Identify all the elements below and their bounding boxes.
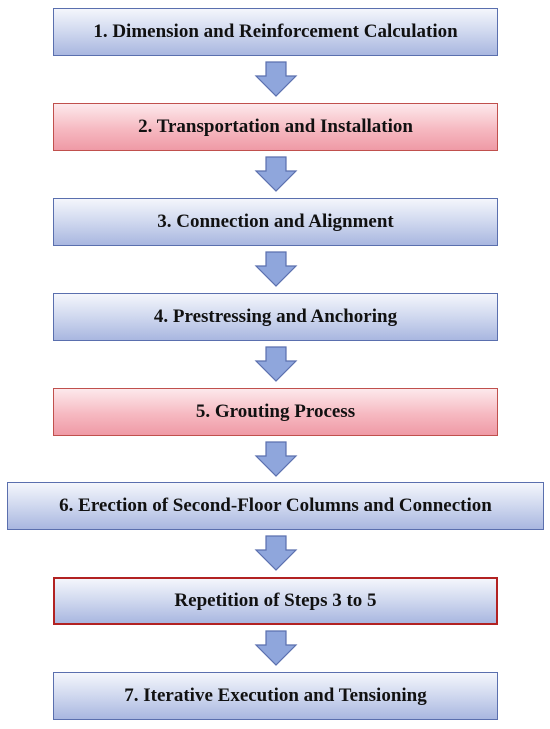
step-2-label: 2. Transportation and Installation	[138, 116, 413, 137]
step-4-label: 4. Prestressing and Anchoring	[153, 306, 398, 327]
step-6-erection-second-floor-columns: 6. Erection of Second-Floor Columns and …	[7, 482, 544, 530]
step-2-transportation-installation: 2. Transportation and Installation	[53, 103, 498, 151]
step-repetition-label: Repetition of Steps 3 to 5	[174, 590, 377, 611]
step-7-label: 7. Iterative Execution and Tensioning	[124, 685, 427, 706]
step-4-prestressing-anchoring: 4. Prestressing and Anchoring	[53, 293, 498, 341]
down-arrow-icon	[254, 441, 298, 477]
down-arrow-icon	[254, 346, 298, 382]
step-1-label: 1. Dimension and Reinforcement Calculati…	[93, 21, 458, 42]
step-5-grouting-process: 5. Grouting Process	[53, 388, 498, 436]
step-7-iterative-execution-tensioning: 7. Iterative Execution and Tensioning	[53, 672, 498, 720]
step-3-label: 3. Connection and Alignment	[157, 211, 394, 232]
step-6-label: 6. Erection of Second-Floor Columns and …	[59, 495, 492, 516]
down-arrow-icon	[254, 156, 298, 192]
step-5-label: 5. Grouting Process	[195, 401, 356, 422]
down-arrow-icon	[254, 251, 298, 287]
step-3-connection-alignment: 3. Connection and Alignment	[53, 198, 498, 246]
step-repetition-3-to-5: Repetition of Steps 3 to 5	[53, 577, 498, 625]
down-arrow-icon	[254, 630, 298, 666]
down-arrow-icon	[254, 61, 298, 97]
down-arrow-icon	[254, 535, 298, 571]
step-1-dimension-reinforcement: 1. Dimension and Reinforcement Calculati…	[53, 8, 498, 56]
